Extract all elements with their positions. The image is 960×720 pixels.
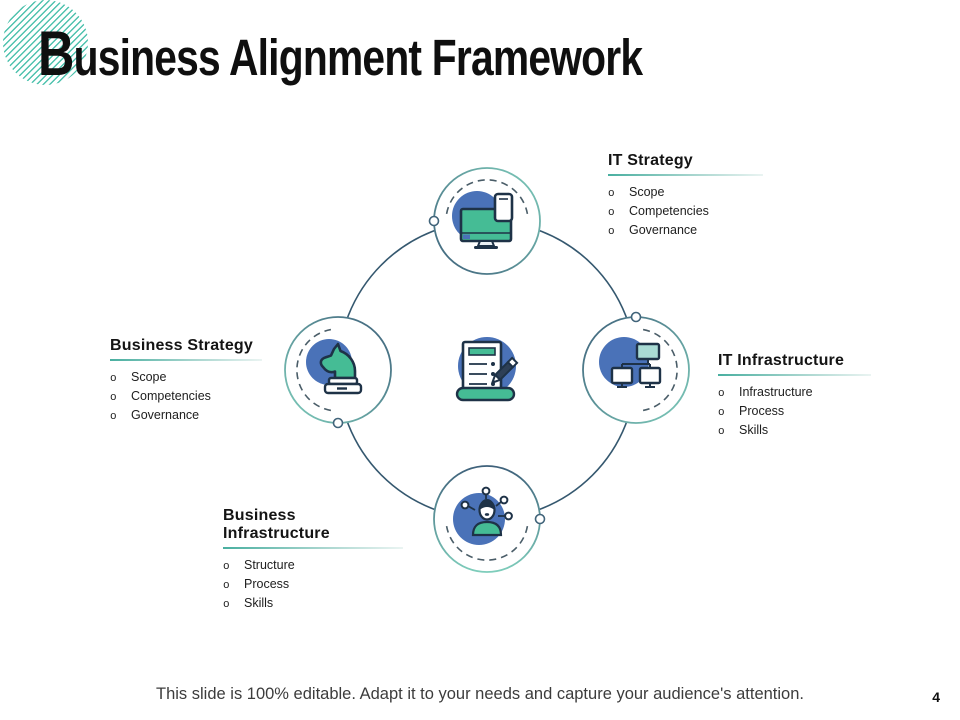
list-item: o Infrastructure — [718, 385, 871, 400]
list-item-label: Process — [739, 403, 785, 418]
connector-dot — [630, 311, 642, 323]
connector-dot — [332, 417, 344, 429]
list-item: o Process — [223, 577, 403, 592]
title-text: usiness Alignment Framework — [73, 29, 643, 86]
dashed-arc-top — [445, 179, 529, 215]
bullet-marker: o — [223, 560, 230, 573]
it-infrastructure-heading: IT Infrastructure — [718, 352, 845, 369]
footer-note: This slide is 100% editable. Adapt it to… — [156, 685, 804, 703]
network-monitors-icon — [599, 337, 662, 388]
list-item-label: Process — [244, 576, 290, 591]
dashed-arcs — [296, 179, 678, 561]
list-item: o Competencies — [110, 389, 262, 404]
list-item-label: Competencies — [131, 388, 211, 403]
page-title: Business Alignment Framework — [38, 19, 643, 89]
connector-dots — [332, 215, 642, 525]
striped-circle — [3, 0, 88, 85]
heading-underline — [718, 374, 871, 376]
business-strategy-heading: Business Strategy — [110, 337, 254, 354]
connector-dot — [428, 215, 440, 227]
list-item: o Skills — [718, 423, 871, 438]
list-item-label: Scope — [131, 369, 167, 384]
list-item-label: Skills — [244, 595, 274, 610]
list-item: o Skills — [223, 596, 403, 611]
list-item: o Competencies — [608, 204, 763, 219]
list-item-label: Governance — [629, 222, 698, 237]
heading-underline — [223, 547, 403, 549]
dashed-arc-left — [296, 328, 332, 412]
heading-underline — [608, 174, 763, 176]
bullet-marker: o — [718, 406, 725, 419]
list-item-label: Skills — [739, 422, 769, 437]
list-item-label: Infrastructure — [739, 384, 813, 399]
heading-underline — [110, 359, 262, 361]
list-item-label: Competencies — [629, 203, 709, 218]
title-drop-cap: B — [38, 19, 74, 89]
bullet-marker: o — [223, 579, 230, 592]
bullet-marker: o — [718, 387, 725, 400]
list-item: o Process — [718, 404, 871, 419]
list-item: o Governance — [110, 408, 262, 423]
bullet-marker: o — [110, 410, 117, 423]
bullet-marker: o — [110, 391, 117, 404]
list-item-label: Structure — [244, 557, 295, 572]
monitor-phone-icon — [452, 191, 514, 249]
list-item: o Structure — [223, 558, 403, 573]
bullet-marker: o — [608, 206, 615, 219]
bullet-marker: o — [608, 225, 615, 238]
it-strategy-heading: IT Strategy — [608, 152, 693, 169]
bullet-marker: o — [608, 187, 615, 200]
bullet-marker: o — [223, 598, 230, 611]
list-item-label: Scope — [629, 184, 665, 199]
list-item: o Scope — [608, 185, 763, 200]
bullet-marker: o — [718, 425, 725, 438]
list-item: o Scope — [110, 370, 262, 385]
page-number: 4 — [932, 689, 940, 705]
dashed-arc-right — [642, 328, 678, 412]
bullet-marker: o — [110, 372, 117, 385]
chess-knight-icon — [306, 339, 363, 395]
dashed-arc-bottom — [445, 525, 529, 561]
business-infrastructure-heading: Business Infrastructure — [223, 507, 330, 542]
list-item-label: Governance — [131, 407, 200, 422]
document-pencil-icon — [455, 337, 519, 402]
list-item: o Governance — [608, 223, 763, 238]
connector-dot — [534, 513, 546, 525]
person-skills-icon — [453, 486, 513, 545]
